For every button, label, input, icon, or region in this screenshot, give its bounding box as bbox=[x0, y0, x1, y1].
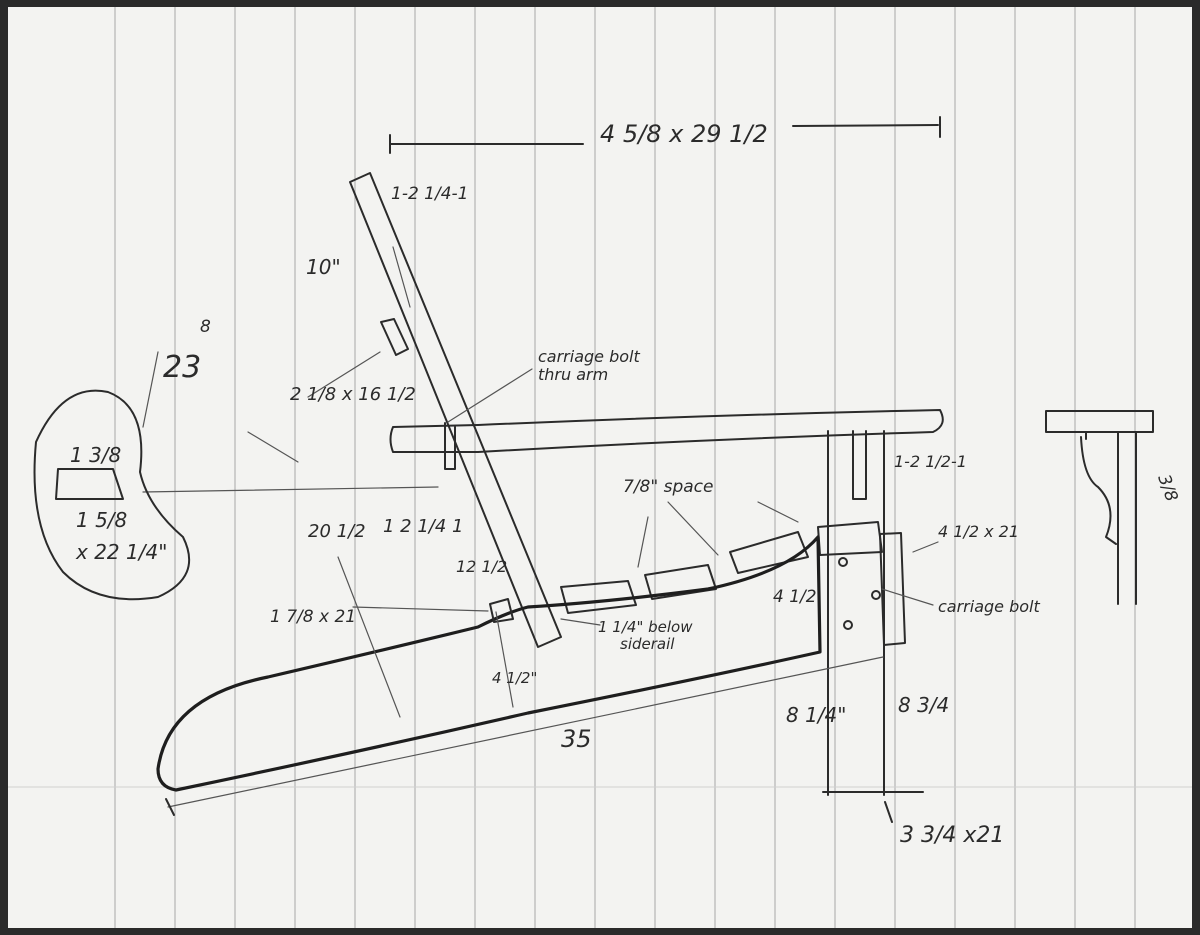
label-inset-num-a: 8 bbox=[200, 317, 211, 337]
label-apron: 4 1/2 x 21 bbox=[938, 522, 1019, 541]
label-gap: 1 2 1/4 1 bbox=[383, 516, 464, 537]
label-back-leg: 20 1/2 bbox=[308, 521, 366, 542]
label-overall: 4 5/8 x 29 1/2 bbox=[600, 120, 768, 148]
label-leg-height: 4 1/2 bbox=[773, 587, 817, 607]
label-slat-space: 7/8" space bbox=[623, 477, 713, 497]
seat-slats bbox=[560, 521, 906, 646]
label-bolt-leg: carriage bolt bbox=[938, 597, 1040, 616]
overall-dimension bbox=[389, 116, 941, 154]
label-leg-8-1-4: 8 1/4" bbox=[786, 703, 846, 727]
label-stringer: 1 7/8 x 21 bbox=[270, 607, 356, 627]
label-bolt-arm-2: thru arm bbox=[538, 365, 608, 384]
label-leg-8-3-4: 8 3/4 bbox=[898, 693, 949, 717]
label-inset-length: x 22 1/4" bbox=[75, 540, 167, 564]
label-inset-bottom: 1 5/8 bbox=[76, 508, 127, 532]
sketch-canvas: 4 5/8 x 29 1/2 1-2 1/4-1 10" 2 1/8 x 16 … bbox=[8, 7, 1192, 928]
back-slat bbox=[349, 172, 562, 648]
label-below-2: siderail bbox=[620, 635, 675, 653]
label-bolt-arm-1: carriage bolt bbox=[538, 347, 640, 366]
label-inset-top: 1 3/8 bbox=[70, 443, 121, 467]
notebook-paper: 4 5/8 x 29 1/2 1-2 1/4-1 10" 2 1/8 x 16 … bbox=[8, 7, 1192, 928]
label-leg-width: 3 3/4 x21 bbox=[900, 823, 1004, 848]
side-rail bbox=[156, 535, 884, 808]
label-side-detail: 3/8 bbox=[1153, 472, 1181, 505]
label-back-length: 10" bbox=[306, 255, 341, 279]
label-inset-num-b: 23 bbox=[163, 350, 201, 385]
label-length-35: 35 bbox=[561, 725, 592, 753]
label-bottom-4: 4 1/2" bbox=[492, 669, 537, 687]
inset-bubble bbox=[33, 389, 191, 601]
label-cleat: 2 1/8 x 16 1/2 bbox=[290, 384, 416, 405]
leader-lines bbox=[142, 351, 939, 626]
label-below-1: 1 1/4" below bbox=[598, 618, 693, 636]
arm-rest bbox=[389, 409, 944, 823]
length-tick bbox=[165, 798, 175, 816]
label-back-top: 1-2 1/4-1 bbox=[391, 184, 468, 204]
label-arm-width: 1-2 1/2-1 bbox=[894, 452, 967, 471]
side-detail bbox=[1045, 410, 1154, 605]
label-seat-12: 12 1/2 bbox=[456, 557, 507, 576]
